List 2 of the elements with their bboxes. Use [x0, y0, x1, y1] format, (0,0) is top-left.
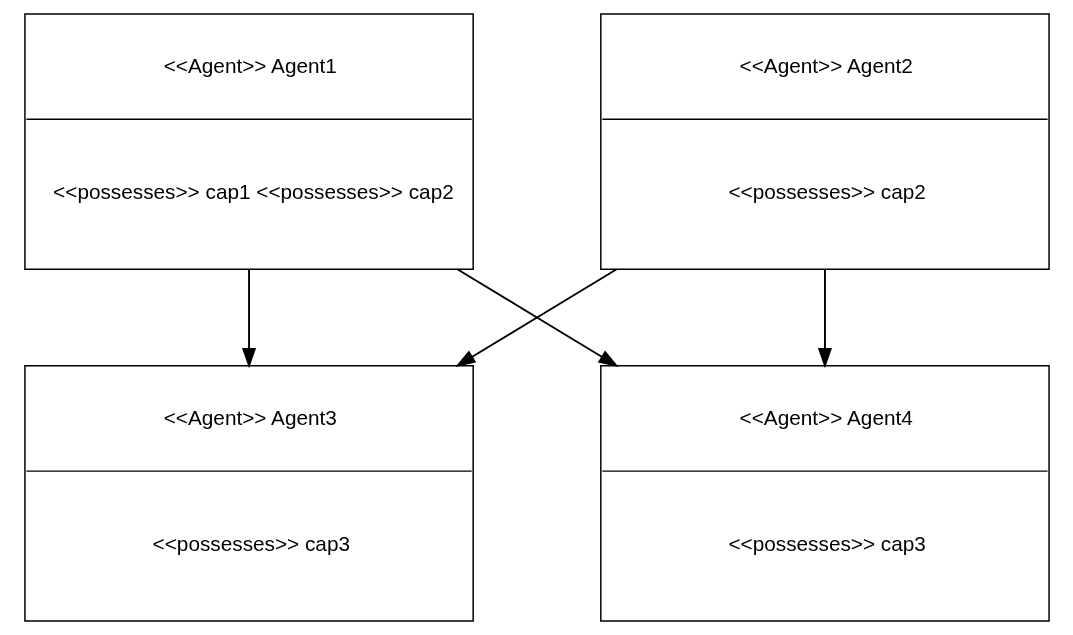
arrow: [241, 268, 256, 369]
arrow: [817, 268, 832, 369]
